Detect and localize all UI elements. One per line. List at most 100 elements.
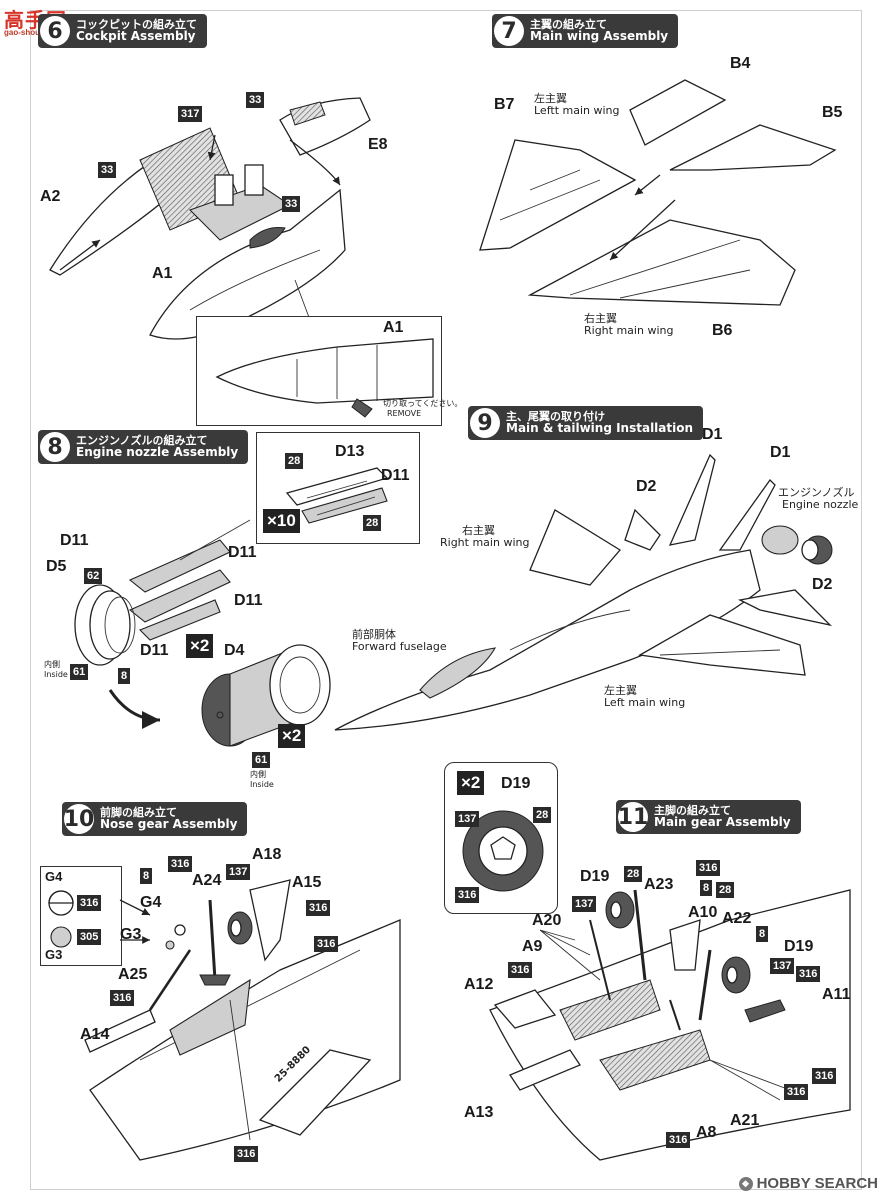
legend-ref-316: 316 [77, 895, 102, 911]
aircraft-drawing [334, 453, 833, 731]
step-10-header: 10 前脚の組み立て Nose gear Assembly [62, 802, 248, 836]
part-B5: B5 [822, 104, 843, 121]
watermark-seal-icon: ❖ [738, 1176, 753, 1191]
part-D11-b: D11 [228, 544, 257, 561]
part-B4: B4 [730, 55, 751, 72]
part-D4: D4 [224, 642, 245, 659]
main-wing-drawing [479, 79, 837, 306]
part-A22: A22 [722, 910, 752, 927]
ref-8-nose: 8 [140, 868, 153, 884]
legend-G3: G3 [45, 947, 63, 962]
sheet-border [30, 10, 862, 1190]
cockpit-drawing [49, 97, 371, 340]
step-9-title-en: Main & tailwing Installation [506, 421, 694, 436]
wheel-ref-137: 137 [455, 811, 480, 827]
legend-ref-305: 305 [77, 929, 102, 945]
inside-en-a: Inside [44, 670, 68, 679]
part-D11-c: D11 [234, 592, 263, 609]
wheel-ref-316: 316 [455, 887, 480, 903]
step-10-title-en: Nose gear Assembly [100, 817, 238, 832]
ref-316-m6: 316 [666, 1132, 691, 1148]
ref-61-a: 61 [70, 664, 89, 680]
step-11-header: 11 主脚の組み立て Main gear Assembly [616, 800, 801, 834]
detail-part-A1: A1 [383, 319, 404, 336]
wheel-detail-box: ×2 D19 28 137 316 [444, 762, 558, 914]
detail-note-en: REMOVE [387, 409, 422, 418]
part-A24: A24 [192, 872, 222, 889]
step-9-number: 9 [470, 408, 500, 438]
ref-137-m1: 137 [572, 896, 597, 912]
step-10-title-jp: 前脚の組み立て [100, 805, 177, 819]
part-D11-a: D11 [60, 532, 89, 549]
part-A11: A11 [822, 986, 851, 1003]
inside-jp-a: 内側 [44, 660, 60, 669]
inside-jp-b: 内側 [250, 770, 266, 779]
part-A12: A12 [464, 976, 494, 993]
ref-316-m3: 316 [508, 962, 533, 978]
ref-316-m2: 316 [796, 966, 821, 982]
ref-137-nose: 137 [226, 864, 251, 880]
nose-gear-drawing [84, 879, 401, 1161]
ref-61-b: 61 [252, 752, 271, 768]
ref-8-m2: 8 [756, 926, 769, 942]
step-7-header: 7 主翼の組み立て Main wing Assembly [492, 14, 679, 48]
ref-33-b: 33 [246, 92, 265, 108]
part-A10: A10 [688, 904, 718, 921]
detail-box-a1: A1 切り取ってください。 REMOVE [196, 316, 462, 426]
ref-28-m2: 28 [716, 882, 735, 898]
detail-note-jp: 切り取ってください。 [383, 399, 463, 408]
ref-8-m1: 8 [700, 880, 713, 896]
ref-8: 8 [118, 668, 131, 684]
part-A2: A2 [40, 188, 61, 205]
step-7-number: 7 [494, 16, 524, 46]
step-7-title-jp: 主翼の組み立て [530, 17, 607, 31]
right-main-wing-jp: 右主翼 [462, 524, 495, 537]
light-legend-box: G4 316 305 G3 [40, 866, 122, 966]
ref-28-a: 28 [285, 453, 304, 469]
watermark-text: HOBBY SEARCH [756, 1175, 878, 1192]
step-11-title-jp: 主脚の組み立て [654, 803, 731, 817]
part-A15: A15 [292, 874, 322, 891]
wheel-multiplier-x2: ×2 [457, 771, 485, 795]
step-8-number: 8 [40, 432, 70, 462]
part-E8: E8 [368, 136, 388, 153]
part-D5: D5 [46, 558, 67, 575]
ref-316-m4: 316 [812, 1068, 837, 1084]
multiplier-x10: ×10 [263, 509, 300, 533]
engine-nozzle-jp: エンジンノズル [778, 486, 855, 499]
right-main-wing-en: Right main wing [440, 536, 530, 549]
ref-316-d: 316 [110, 990, 135, 1006]
step-9-header: 9 主、尾翼の取り付け Main & tailwing Installation [468, 406, 704, 440]
left-main-wing-jp: 左主翼 [604, 684, 637, 697]
part-A13: A13 [464, 1104, 494, 1121]
ref-33-c: 33 [282, 196, 301, 212]
part-D2-b: D2 [812, 576, 833, 593]
ref-316-m5: 316 [784, 1084, 809, 1100]
part-D19-wheel: D19 [501, 775, 531, 792]
left-wing-jp: 左主翼 [534, 92, 567, 105]
part-A9: A9 [522, 938, 543, 955]
part-D19-a: D19 [580, 868, 610, 885]
step-6-header: 6 コックピットの組み立て Cockpit Assembly [38, 14, 207, 48]
part-A1: A1 [152, 265, 173, 282]
part-A14: A14 [80, 1026, 110, 1043]
right-wing-en: Right main wing [584, 324, 674, 337]
step-8-title-en: Engine nozzle Assembly [76, 445, 239, 460]
inside-en-b: Inside [250, 780, 274, 789]
part-D11-d: D11 [140, 642, 169, 659]
step-11-title-en: Main gear Assembly [654, 815, 791, 830]
ref-316-a: 316 [168, 856, 193, 872]
part-A8: A8 [696, 1124, 717, 1141]
part-A21: A21 [730, 1112, 760, 1129]
hobby-search-watermark[interactable]: ❖ HOBBY SEARCH [738, 1175, 878, 1192]
ref-62: 62 [84, 568, 103, 584]
ref-28-b: 28 [363, 515, 382, 531]
part-D1-a: D1 [702, 426, 723, 443]
legend-G4: G4 [45, 869, 63, 884]
part-D2-a: D2 [636, 478, 657, 495]
part-D13: D13 [335, 443, 365, 460]
part-A20: A20 [532, 912, 562, 929]
forward-fuselage-jp: 前部胴体 [352, 628, 396, 641]
step-8-title-jp: エンジンノズルの組み立て [76, 433, 208, 447]
part-D11-detail: D11 [381, 467, 410, 484]
